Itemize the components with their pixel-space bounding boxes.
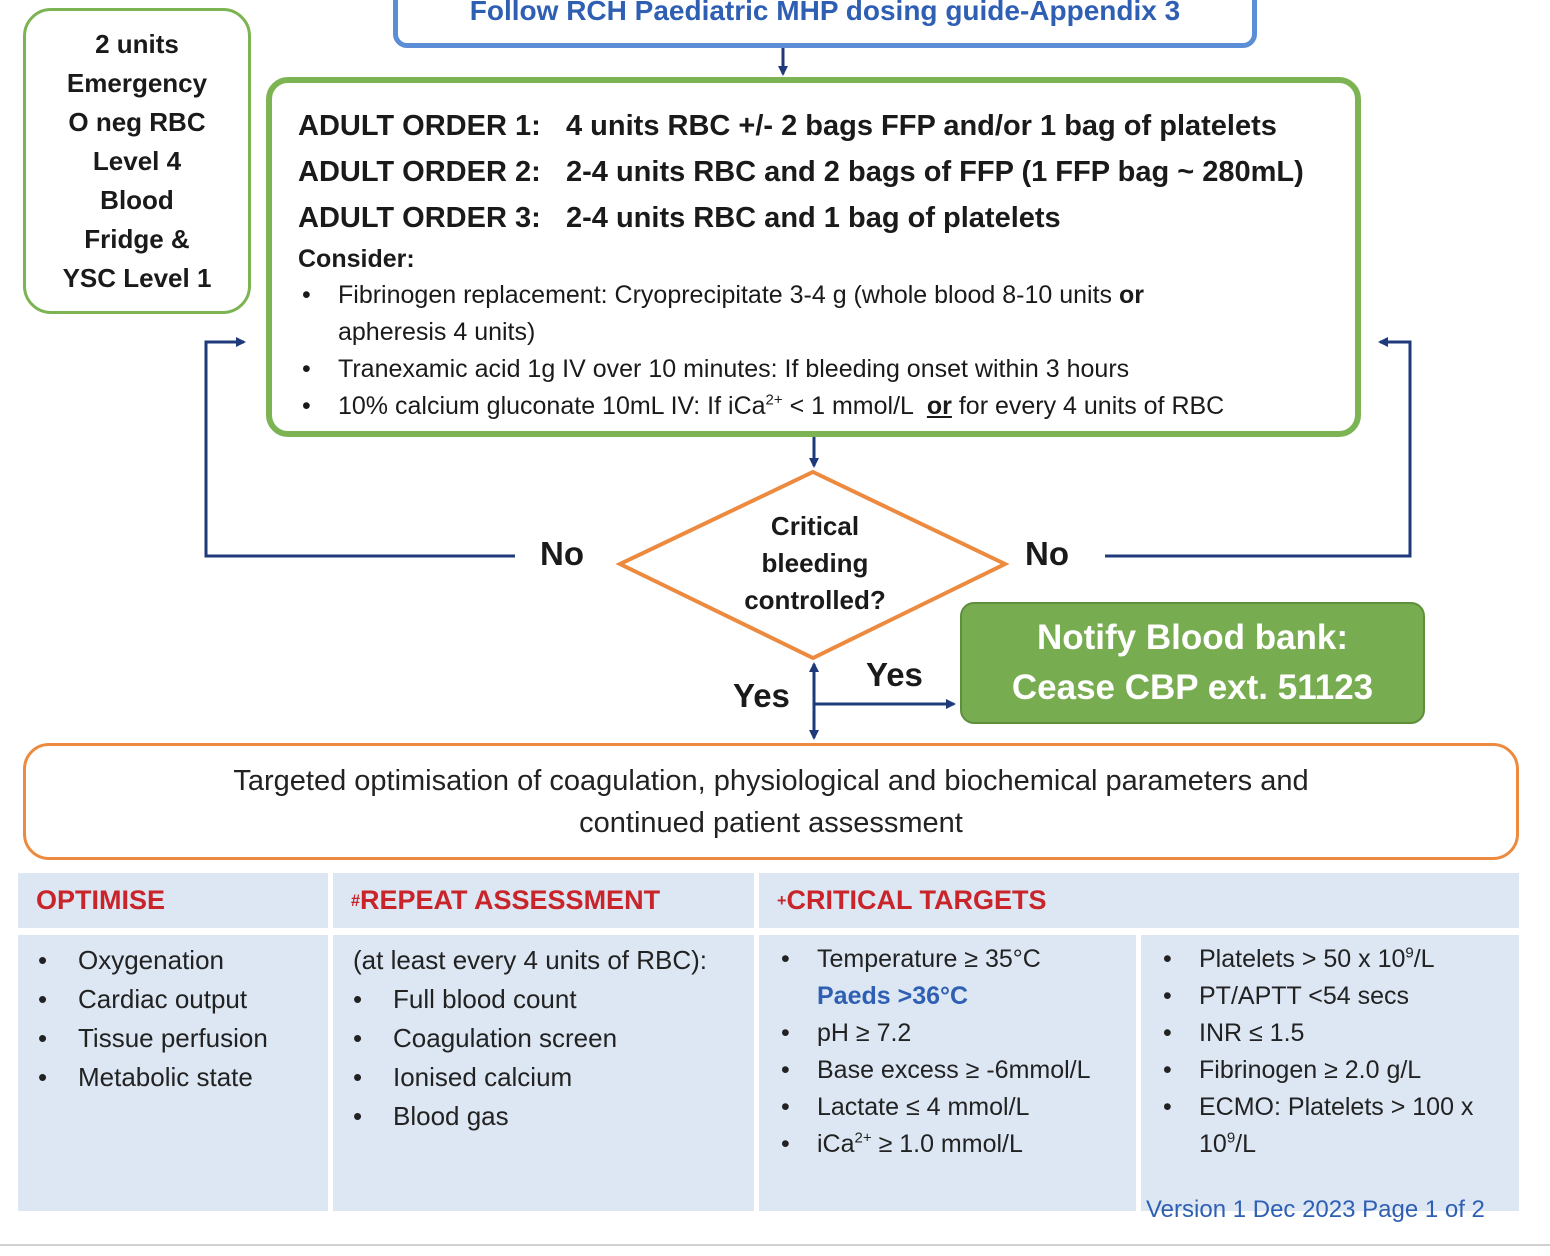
- target-pt-aptt: PT/APTT <54 secs: [1141, 978, 1509, 1015]
- version-footer: Version 1 Dec 2023 Page 1 of 2: [1146, 1196, 1485, 1223]
- optimise-cell: Oxygenation Cardiac output Tissue perfus…: [18, 935, 328, 1211]
- ecmo-text-post: /L: [1235, 1130, 1257, 1158]
- appendix-guide-box: Follow RCH Paediatric MHP dosing guide-A…: [393, 0, 1257, 48]
- decision-diamond: [615, 469, 1010, 661]
- targeted-optimisation-box: Targeted optimisation of coagulation, ph…: [23, 743, 1519, 860]
- emergency-line: YSC Level 1: [62, 262, 212, 293]
- page-divider: [0, 1244, 1550, 1246]
- decision-line: controlled?: [744, 585, 886, 615]
- yes-right-label: Yes: [866, 656, 923, 693]
- decision-question: Critical bleeding controlled?: [700, 508, 930, 628]
- target-platelets: Platelets > 50 x 109/L: [1141, 941, 1509, 978]
- decision-line: Critical: [770, 511, 860, 541]
- list-item: Tissue perfusion: [18, 1019, 328, 1058]
- ecmo-text: ECMO: Platelets > 100 x 10: [1199, 1093, 1474, 1158]
- decision-line: bleeding: [761, 548, 869, 578]
- list-item: Ionised calcium: [333, 1058, 714, 1097]
- appendix-guide-text: Follow RCH Paediatric MHP dosing guide-A…: [469, 0, 1181, 26]
- adult-order-2: ADULT ORDER 2: 2-4 units RBC and 2 bags o…: [298, 149, 1355, 195]
- emergency-line: Emergency: [66, 67, 208, 98]
- consider-list: Fibrinogen replacement: Cryoprecipitate …: [298, 277, 1355, 425]
- list-item: Cardiac output: [18, 980, 328, 1019]
- adult-orders-box: ADULT ORDER 1: 4 units RBC +/- 2 bags FFP…: [266, 77, 1361, 437]
- emergency-line: Blood: [100, 184, 174, 215]
- target-temperature: Temperature ≥ 35°C Paeds >36°C: [759, 941, 1096, 1015]
- consider-title: Consider:: [298, 245, 415, 273]
- emergency-line: Fridge &: [84, 223, 190, 254]
- fibrinogen-text: Fibrinogen replacement: Cryoprecipitate …: [338, 281, 1119, 309]
- repeat-cell: (at least every 4 units of RBC): Full bl…: [333, 935, 754, 1211]
- fibrinogen-text-2: apheresis 4 units): [338, 318, 536, 346]
- yes-down-label: Yes: [733, 677, 790, 714]
- list-item: Full blood count: [333, 980, 714, 1019]
- platelets-text-post: /L: [1413, 945, 1435, 973]
- platelets-text: Platelets > 50 x 10: [1199, 945, 1406, 973]
- header-optimise: OPTIMISE: [18, 873, 328, 928]
- header-repeat-text: REPEAT ASSESSMENT: [360, 885, 661, 915]
- ica-text-post: ≥ 1.0 mmol/L: [871, 1130, 1023, 1158]
- order-label: ADULT ORDER 1:: [298, 110, 541, 142]
- calcium-sup: 2+: [765, 391, 783, 409]
- optimise-list: Oxygenation Cardiac output Tissue perfus…: [18, 941, 328, 1097]
- emergency-line: 2 units: [95, 28, 179, 59]
- target-ica: iCa2+ ≥ 1.0 mmol/L: [759, 1126, 1096, 1163]
- no-left-label: No: [540, 535, 584, 572]
- target-ph: pH ≥ 7.2: [759, 1015, 1096, 1052]
- no-right-label: No: [1025, 535, 1069, 572]
- target-inr: INR ≤ 1.5: [1141, 1015, 1509, 1052]
- calcium-text: 10% calcium gluconate 10mL IV: If iCa: [338, 392, 766, 420]
- optimisation-line: continued patient assessment: [579, 806, 963, 839]
- order-text: 2-4 units RBC and 1 bag of platelets: [566, 202, 1061, 234]
- optimisation-line: Targeted optimisation of coagulation, ph…: [233, 764, 1309, 797]
- order-label: ADULT ORDER 3:: [298, 202, 541, 234]
- list-item: Blood gas: [333, 1097, 714, 1136]
- list-item: Coagulation screen: [333, 1019, 714, 1058]
- order-text: 4 units RBC +/- 2 bags FFP and/or 1 bag …: [566, 110, 1277, 142]
- target-lactate: Lactate ≤ 4 mmol/L: [759, 1089, 1096, 1126]
- temperature-text: Temperature ≥ 35°C: [817, 945, 1041, 973]
- platelets-sup: 9: [1405, 944, 1414, 962]
- notify-line: Notify Blood bank:: [1036, 618, 1349, 657]
- repeat-intro: (at least every 4 units of RBC):: [353, 945, 708, 975]
- repeat-list: Full blood count Coagulation screen Ioni…: [333, 980, 714, 1136]
- target-fibrinogen: Fibrinogen ≥ 2.0 g/L: [1141, 1052, 1509, 1089]
- header-critical-text: CRITICAL TARGETS: [786, 885, 1047, 915]
- header-repeat-assessment: #REPEAT ASSESSMENT: [333, 873, 754, 928]
- target-ecmo: ECMO: Platelets > 100 x 109/L: [1141, 1089, 1509, 1163]
- list-item: Metabolic state: [18, 1058, 328, 1097]
- calcium-text-post: for every 4 units of RBC: [951, 392, 1225, 420]
- targets-list-a: Temperature ≥ 35°C Paeds >36°C pH ≥ 7.2 B…: [759, 941, 1096, 1163]
- critical-targets-cell-b: Platelets > 50 x 109/L PT/APTT <54 secs …: [1141, 935, 1519, 1211]
- notify-blood-bank-box: Notify Blood bank: Cease CBP ext. 51123: [960, 602, 1425, 724]
- emergency-line: Level 4: [92, 145, 182, 176]
- adult-order-3: ADULT ORDER 3: 2-4 units RBC and 1 bag of…: [298, 195, 1355, 241]
- consider-calcium: 10% calcium gluconate 10mL IV: If iCa2+ …: [298, 388, 1355, 425]
- emergency-rbc-box: 2 units Emergency O neg RBC Level 4 Bloo…: [23, 8, 251, 314]
- notify-line: Cease CBP ext. 51123: [1011, 668, 1374, 707]
- ica-text: iCa: [817, 1130, 855, 1158]
- consider-fibrinogen: Fibrinogen replacement: Cryoprecipitate …: [298, 277, 1355, 351]
- order-label: ADULT ORDER 2:: [298, 156, 541, 188]
- header-critical-targets: +CRITICAL TARGETS: [759, 873, 1519, 928]
- no-left-loop: [204, 337, 515, 558]
- calcium-text-mid: < 1 mmol/L: [782, 392, 927, 420]
- list-item: Oxygenation: [18, 941, 328, 980]
- emergency-line: O neg RBC: [68, 106, 206, 137]
- order-text: 2-4 units RBC and 2 bags of FFP (1 FFP b…: [566, 156, 1304, 188]
- header-optimise-text: OPTIMISE: [36, 885, 166, 915]
- targets-list-b: Platelets > 50 x 109/L PT/APTT <54 secs …: [1141, 941, 1509, 1163]
- critical-targets-cell-a: Temperature ≥ 35°C Paeds >36°C pH ≥ 7.2 B…: [759, 935, 1136, 1211]
- ica-sup: 2+: [854, 1129, 872, 1147]
- paeds-temperature: Paeds >36°C: [817, 982, 969, 1010]
- calcium-or: or: [926, 392, 952, 420]
- fibrinogen-or: or: [1118, 281, 1144, 309]
- no-right-loop: [1105, 337, 1412, 558]
- target-base-excess: Base excess ≥ -6mmol/L: [759, 1052, 1096, 1089]
- ecmo-sup: 9: [1226, 1129, 1236, 1147]
- adult-order-1: ADULT ORDER 1: 4 units RBC +/- 2 bags FFP…: [298, 103, 1355, 149]
- consider-tranexamic: Tranexamic acid 1g IV over 10 minutes: I…: [298, 351, 1355, 388]
